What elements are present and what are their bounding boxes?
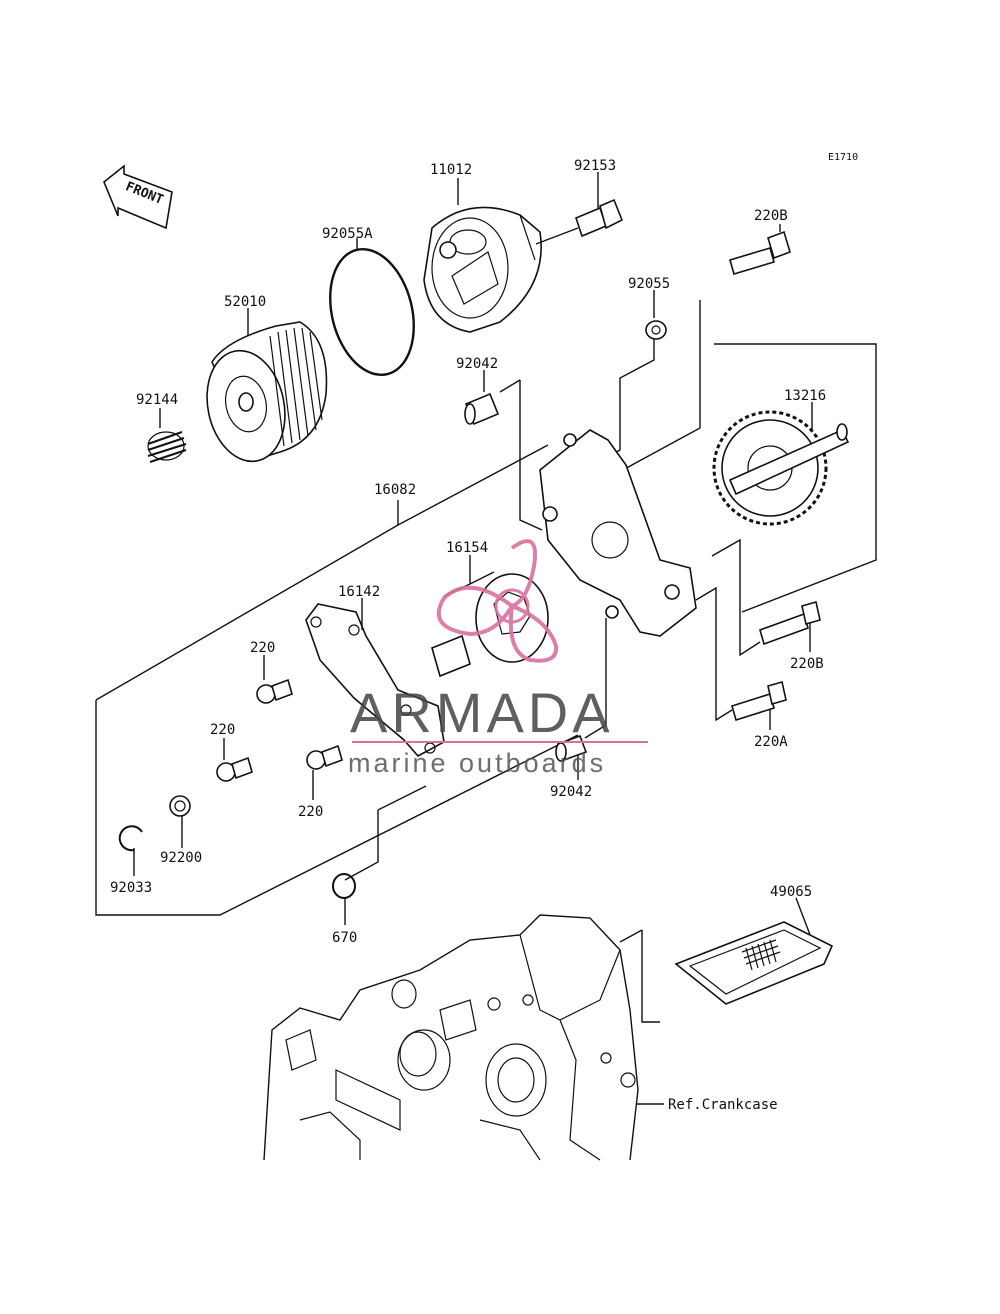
- washer-92200-part: [169, 795, 191, 817]
- label-13216: 13216: [784, 388, 826, 404]
- part-labels: 11012 92153 92055A 220B 52010 92055 9204…: [110, 158, 826, 1113]
- label-92055: 92055: [628, 276, 670, 292]
- label-16082: 16082: [374, 482, 416, 498]
- diagram-code: E1710: [828, 152, 858, 163]
- label-ref-crankcase: Ref.Crankcase: [668, 1097, 778, 1113]
- small-washer-part: [645, 320, 667, 340]
- label-11012: 11012: [430, 162, 472, 178]
- label-52010: 52010: [224, 294, 266, 310]
- bolt-220b-top-part: [729, 230, 791, 275]
- label-220a: 220A: [754, 734, 788, 750]
- label-92153: 92153: [574, 158, 616, 174]
- label-670: 670: [332, 930, 357, 946]
- bolt-220a-part: [731, 680, 787, 722]
- bolt-220b-bottom-part: [759, 600, 821, 646]
- front-arrow-icon: FRONT: [103, 164, 173, 230]
- label-220-b: 220: [210, 722, 235, 738]
- oring-670-part: [332, 873, 356, 899]
- armada-logo-icon: [436, 539, 559, 663]
- pump-gasket-part: [305, 603, 445, 758]
- pump-body-part: [539, 429, 697, 637]
- filter-spring-part: [147, 431, 187, 463]
- screw-220-a-part: [256, 678, 293, 704]
- screw-220-b-part: [216, 756, 253, 782]
- label-92033: 92033: [110, 880, 152, 896]
- oil-strainer-part: [674, 921, 834, 1005]
- label-16142: 16142: [338, 584, 380, 600]
- screw-220-c-part: [306, 744, 343, 770]
- crankcase-part: [263, 914, 639, 1161]
- watermark-tagline: marine outboards: [348, 748, 606, 778]
- label-220b-bottom: 220B: [790, 656, 824, 672]
- oil-filter-part: [206, 321, 328, 463]
- label-220-c: 220: [298, 804, 323, 820]
- label-92144: 92144: [136, 392, 178, 408]
- label-92055a: 92055A: [322, 226, 373, 242]
- label-92042-bottom: 92042: [550, 784, 592, 800]
- pump-cover-part: [423, 206, 542, 333]
- gear-shaft-part: [712, 410, 850, 526]
- label-92042-top: 92042: [456, 356, 498, 372]
- cover-bolt-part: [535, 198, 624, 245]
- leader-lines: [95, 172, 877, 1105]
- label-49065: 49065: [770, 884, 812, 900]
- watermark-brand: ARMADA: [350, 681, 614, 744]
- label-92200: 92200: [160, 850, 202, 866]
- cover-oring-part: [329, 247, 415, 377]
- label-16154: 16154: [446, 540, 488, 556]
- label-220b-top: 220B: [754, 208, 788, 224]
- label-220-a: 220: [250, 640, 275, 656]
- dowel-pin-top-part: [464, 392, 500, 426]
- circlip-part: [118, 825, 143, 852]
